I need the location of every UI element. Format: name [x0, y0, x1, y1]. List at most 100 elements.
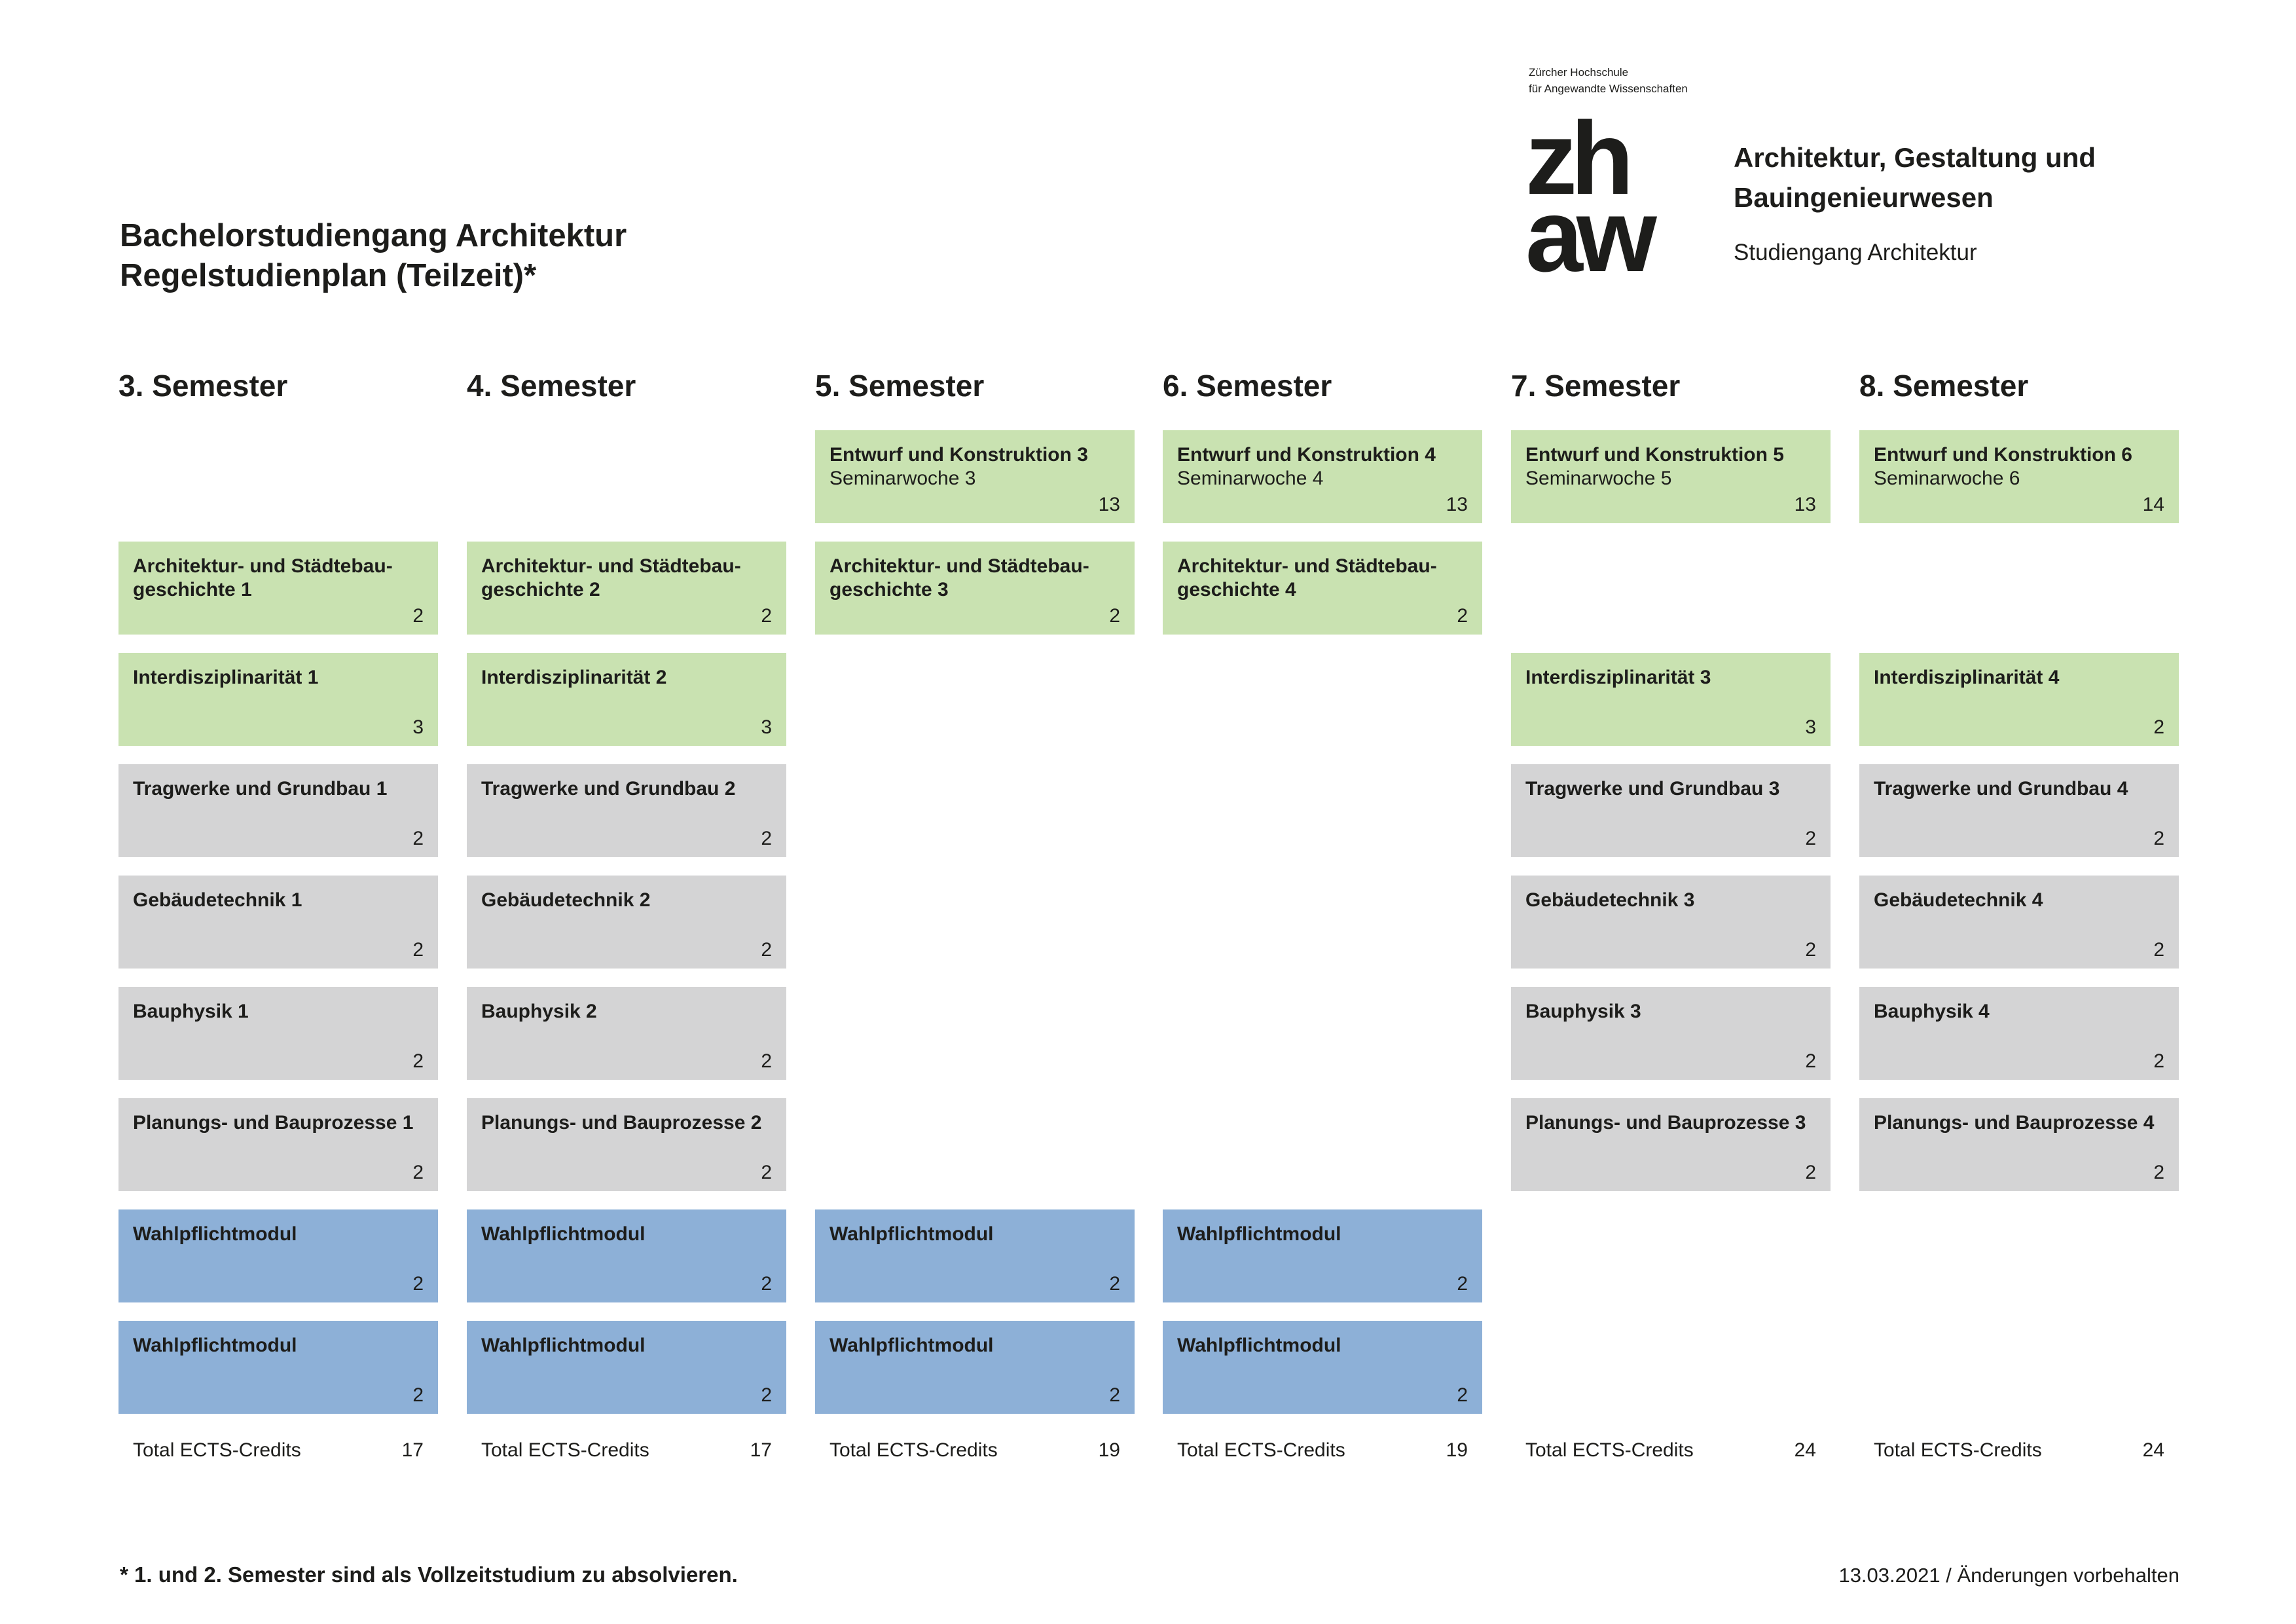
module-name: Gebäudetechnik 2 — [481, 889, 651, 911]
date-note: 13.03.2021 / Änderungen vorbehalten — [1838, 1564, 2179, 1587]
module-subtitle: Seminarwoche 5 — [1525, 468, 1672, 489]
module-credits: 2 — [2153, 939, 2164, 961]
module-credits: 2 — [412, 1050, 424, 1072]
module-name: Bauphysik 3 — [1525, 1001, 1641, 1022]
page-title: Bachelorstudiengang Architektur Regelstu… — [120, 216, 627, 296]
module-credits: 2 — [1457, 605, 1468, 627]
module-card: Tragwerke und Grundbau 4 2 — [1859, 764, 2179, 857]
module-credits: 2 — [1109, 1273, 1120, 1295]
module-credits: 2 — [761, 939, 772, 961]
total-credits-value: 17 — [401, 1439, 424, 1461]
module-name: Interdisziplinarität 4 — [1874, 667, 2060, 688]
module-name: Tragwerke und Grundbau 4 — [1874, 778, 2128, 800]
module-name: Architektur- und Städtebau-geschichte 2 — [481, 555, 741, 600]
logo-bottom-text: aw — [1525, 178, 1657, 293]
module-name: Wahlpflichtmodul — [1177, 1335, 1341, 1356]
module-credits: 2 — [412, 828, 424, 849]
module-credits: 2 — [2153, 1050, 2164, 1072]
module-name: Bauphysik 4 — [1874, 1001, 1990, 1022]
module-credits: 2 — [761, 605, 772, 627]
module-name: Gebäudetechnik 1 — [133, 889, 302, 911]
institution-line2: für Angewandte Wissenschaften — [1529, 83, 1688, 95]
module-name: Entwurf und Konstruktion 3 — [829, 444, 1088, 466]
zhaw-logo: zh aw — [1525, 107, 1690, 293]
module-credits: 3 — [412, 716, 424, 738]
module-name: Entwurf und Konstruktion 6 — [1874, 444, 2132, 466]
module-name: Wahlpflichtmodul — [481, 1223, 646, 1245]
module-card: Wahlpflichtmodul 2 — [1163, 1321, 1482, 1414]
module-name: Tragwerke und Grundbau 1 — [133, 778, 388, 800]
module-name: Wahlpflichtmodul — [133, 1335, 297, 1356]
total-credits-label: Total ECTS-Credits — [481, 1439, 649, 1461]
module-name: Planungs- und Bauprozesse 4 — [1874, 1112, 2155, 1134]
total-credits-value: 19 — [1446, 1439, 1468, 1461]
total-credits-value: 19 — [1098, 1439, 1120, 1461]
module-credits: 3 — [1805, 716, 1816, 738]
module-name: Gebäudetechnik 3 — [1525, 889, 1695, 911]
module-name: Planungs- und Bauprozesse 2 — [481, 1112, 762, 1134]
module-name: Wahlpflichtmodul — [481, 1335, 646, 1356]
module-name: Wahlpflichtmodul — [829, 1223, 994, 1245]
module-credits: 2 — [1805, 1162, 1816, 1183]
department-line2: Bauingenieurwesen — [1734, 182, 1994, 213]
module-name: Bauphysik 1 — [133, 1001, 249, 1022]
total-credits-value: 24 — [1794, 1439, 1816, 1461]
module-subtitle: Seminarwoche 6 — [1874, 468, 2020, 489]
module-name: Tragwerke und Grundbau 2 — [481, 778, 736, 800]
total-credits-label: Total ECTS-Credits — [1874, 1439, 2042, 1461]
module-credits: 2 — [761, 828, 772, 849]
module-credits: 2 — [1805, 828, 1816, 849]
module-credits: 13 — [1446, 494, 1468, 515]
semester-title: 6. Semester — [1163, 369, 1332, 403]
module-name: Wahlpflichtmodul — [1177, 1223, 1341, 1245]
module-name: Entwurf und Konstruktion 5 — [1525, 444, 1784, 466]
module-name: Wahlpflichtmodul — [829, 1335, 994, 1356]
module-credits: 2 — [1457, 1273, 1468, 1295]
module-credits: 2 — [412, 1162, 424, 1183]
module-name: Planungs- und Bauprozesse 1 — [133, 1112, 414, 1134]
module-credits: 2 — [2153, 828, 2164, 849]
module-credits: 2 — [1457, 1384, 1468, 1406]
total-credits-value: 17 — [750, 1439, 772, 1461]
department-line1: Architektur, Gestaltung und — [1734, 142, 2096, 173]
total-credits-label: Total ECTS-Credits — [829, 1439, 998, 1461]
module-credits: 2 — [2153, 1162, 2164, 1183]
module-name: Interdisziplinarität 2 — [481, 667, 667, 688]
module-credits: 13 — [1794, 494, 1816, 515]
module-credits: 2 — [761, 1384, 772, 1406]
module-credits: 2 — [1805, 1050, 1816, 1072]
module-name: Tragwerke und Grundbau 3 — [1525, 778, 1780, 800]
module-card: Interdisziplinarität 2 3 — [467, 653, 786, 746]
module-card: Wahlpflichtmodul 2 — [1163, 1209, 1482, 1302]
module-credits: 13 — [1098, 494, 1120, 515]
semester-title: 7. Semester — [1511, 369, 1681, 403]
module-credits: 2 — [1109, 1384, 1120, 1406]
module-credits: 2 — [412, 605, 424, 627]
module-card: Tragwerke und Grundbau 3 2 — [1511, 764, 1831, 857]
module-card: Planungs- und Bauprozesse 1 2 — [118, 1098, 438, 1191]
module-card: Wahlpflichtmodul 2 — [815, 1209, 1135, 1302]
module-card: Interdisziplinarität 3 3 — [1511, 653, 1831, 746]
module-card: Gebäudetechnik 2 2 — [467, 876, 786, 969]
module-name: Interdisziplinarität 3 — [1525, 667, 1711, 688]
module-name: Wahlpflichtmodul — [133, 1223, 297, 1245]
module-subtitle: Seminarwoche 4 — [1177, 468, 1324, 489]
module-card: Architektur- und Städtebau-geschichte 2 2 — [467, 542, 786, 635]
program-name: Studiengang Architektur — [1734, 240, 1977, 265]
module-credits: 3 — [761, 716, 772, 738]
module-subtitle: Seminarwoche 3 — [829, 468, 976, 489]
semester-title: 5. Semester — [815, 369, 985, 403]
module-name: Gebäudetechnik 4 — [1874, 889, 2043, 911]
footnote: * 1. und 2. Semester sind als Vollzeitst… — [120, 1562, 738, 1587]
module-card: Wahlpflichtmodul 2 — [467, 1321, 786, 1414]
